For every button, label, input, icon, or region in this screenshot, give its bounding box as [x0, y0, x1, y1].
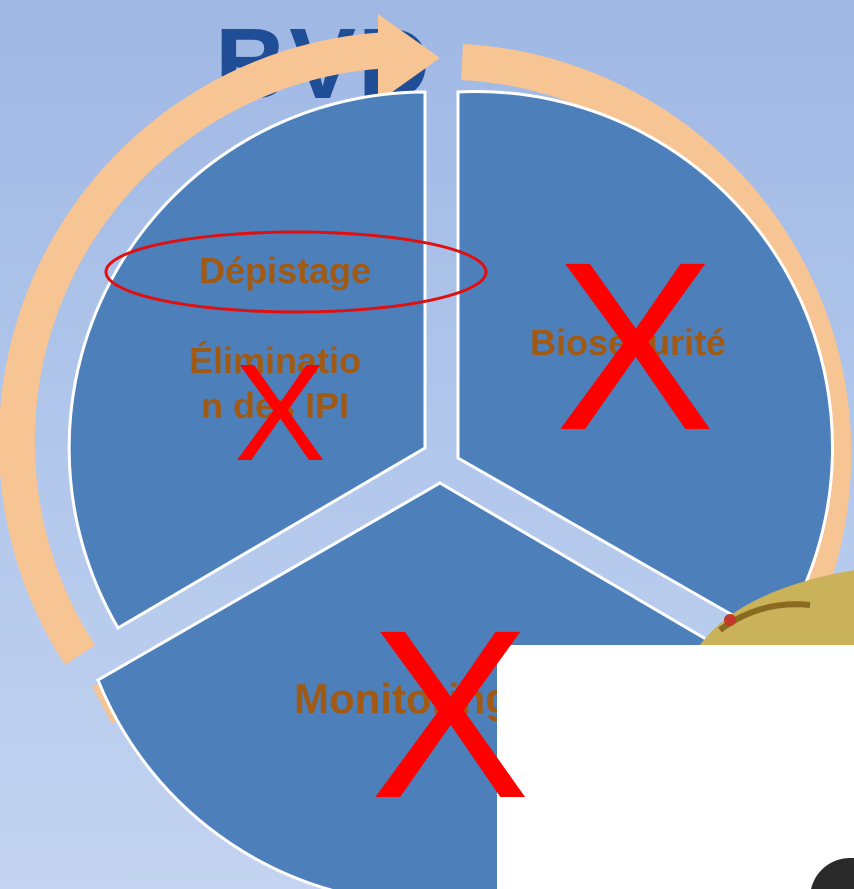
cross-mark-biosecurite: X	[555, 226, 715, 466]
cross-mark-elimination: X	[234, 344, 326, 482]
decorative-image-fragment	[660, 550, 854, 645]
cross-mark-monitoring: X	[370, 594, 530, 834]
label-depistage: Dépistage	[150, 250, 420, 292]
cycle-arrow-left-head	[378, 14, 440, 102]
white-overlay-panel	[497, 645, 854, 889]
